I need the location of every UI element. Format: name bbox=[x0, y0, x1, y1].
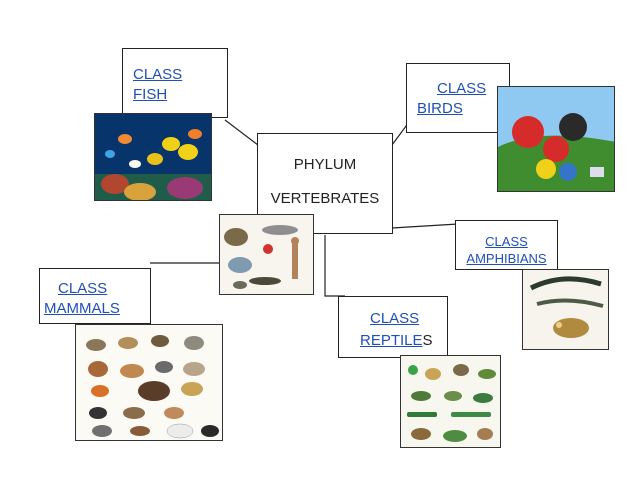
vertebrates-picture bbox=[220, 215, 313, 294]
line-amphibians bbox=[391, 223, 459, 229]
fish-box: CLASS FISH bbox=[122, 48, 228, 118]
line-reptiles bbox=[324, 235, 345, 297]
mammals-image bbox=[75, 324, 223, 441]
birds-box: CLASS BIRDS bbox=[406, 63, 510, 133]
fish-image bbox=[94, 113, 212, 201]
reptiles-label-2-tail: S bbox=[422, 332, 433, 349]
mammals-label-2[interactable]: MAMMALS bbox=[44, 300, 120, 317]
phylum-subtitle: VERTEBRATES bbox=[270, 190, 380, 207]
birds-label-1[interactable]: CLASS bbox=[437, 80, 487, 97]
fish-label-2[interactable]: FISH bbox=[133, 86, 168, 103]
mammals-picture bbox=[76, 325, 222, 440]
mammals-box: CLASS MAMMALS bbox=[39, 268, 151, 324]
reptiles-label-1[interactable]: CLASS bbox=[370, 310, 420, 327]
birds-label-2[interactable]: BIRDS bbox=[417, 100, 463, 117]
amphibians-label-2[interactable]: AMPHIBIANS bbox=[466, 251, 547, 266]
birds-picture bbox=[498, 87, 614, 191]
birds-image bbox=[497, 86, 615, 192]
amphibians-image bbox=[522, 269, 609, 350]
fish-picture bbox=[95, 114, 211, 200]
mammals-label-1[interactable]: CLASS bbox=[58, 280, 108, 297]
line-fish bbox=[224, 119, 259, 146]
reptiles-image bbox=[400, 355, 501, 448]
amphibians-picture bbox=[523, 270, 608, 349]
reptiles-label-2-link[interactable]: REPTILE bbox=[360, 332, 423, 349]
reptiles-label-2: REPTILES bbox=[360, 331, 433, 350]
phylum-title: PHYLUM bbox=[293, 156, 357, 173]
amphibians-label-1[interactable]: CLASS bbox=[485, 234, 528, 249]
amphibians-box: CLASS AMPHIBIANS bbox=[455, 220, 558, 270]
reptiles-box: CLASS REPTILES bbox=[338, 296, 448, 358]
fish-label-1[interactable]: CLASS bbox=[133, 66, 183, 83]
reptiles-picture bbox=[401, 356, 500, 447]
vertebrates-image bbox=[219, 214, 314, 295]
